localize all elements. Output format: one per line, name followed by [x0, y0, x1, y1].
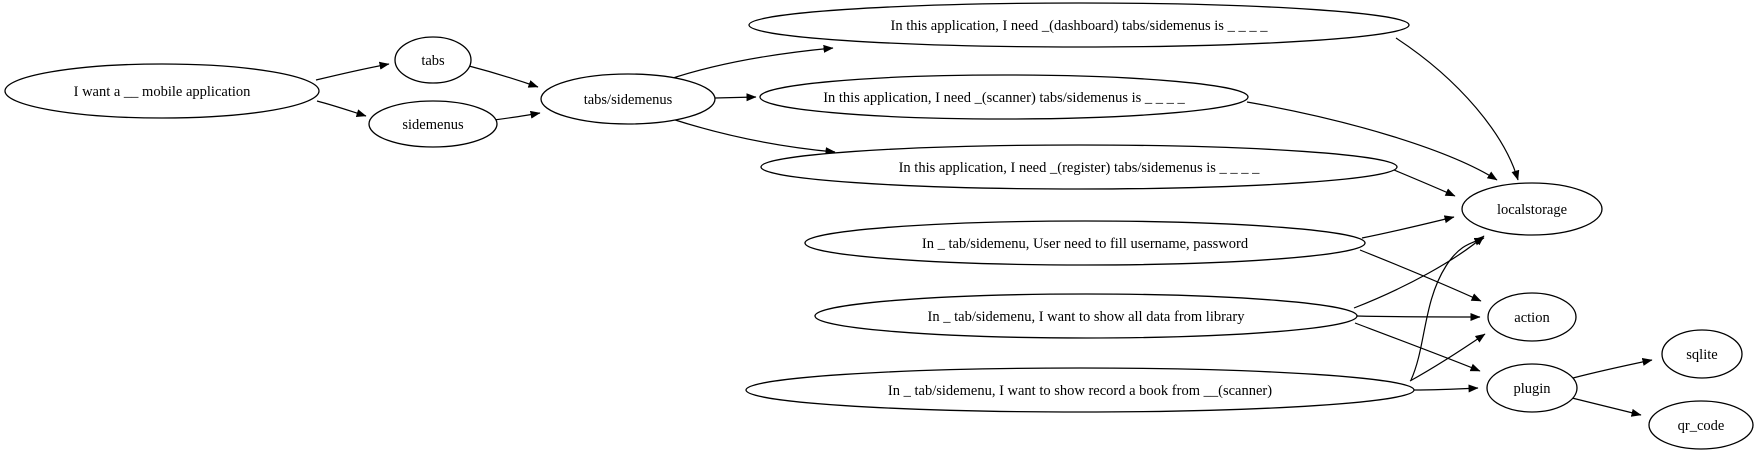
edge-show-library-to-plugin: [1354, 322, 1481, 372]
node-tabs-sidemenus-label: tabs/sidemenus: [584, 92, 673, 108]
node-plugin-label: plugin: [1513, 381, 1551, 397]
node-need-dashboard-shape: [748, 2, 1410, 48]
node-record-book-shape: [745, 367, 1415, 413]
edge-tabs-to-tabs-sidemenus: [468, 65, 539, 88]
edge-plugin-to-qr-code: [1571, 397, 1642, 417]
edge-plugin-to-sqlite: [1572, 358, 1653, 379]
node-tabs-shape: [394, 36, 472, 84]
node-need-register: In this application, I need _(register) …: [760, 144, 1398, 190]
node-sidemenus: sidemenus: [368, 100, 498, 148]
edge-record-book-to-action: [1409, 333, 1486, 382]
node-sqlite-shape: [1661, 329, 1743, 379]
node-fill-credentials-label: In _ tab/sidemenu, User need to fill use…: [922, 236, 1249, 252]
node-show-library: In _ tab/sidemenu, I want to show all da…: [814, 293, 1358, 339]
node-record-book-label: In _ tab/sidemenu, I want to show record…: [888, 383, 1272, 399]
edge-fill-credentials-to-localstorage: [1361, 215, 1455, 239]
node-need-dashboard: In this application, I need _(dashboard)…: [748, 2, 1410, 48]
edge-tabs-sidemenus-to-need-scanner: [714, 93, 757, 102]
node-record-book: In _ tab/sidemenu, I want to show record…: [745, 367, 1415, 413]
node-tabs-sidemenus-shape: [540, 73, 716, 125]
node-mobile-app-shape: [4, 63, 320, 119]
node-tabs: tabs: [394, 36, 472, 84]
node-tabs-label: tabs: [421, 53, 445, 69]
node-sidemenus-label: sidemenus: [402, 117, 464, 133]
node-fill-credentials-shape: [804, 220, 1366, 266]
node-qr-code-label: qr_code: [1678, 418, 1725, 434]
node-sidemenus-shape: [368, 100, 498, 148]
node-localstorage-shape: [1461, 182, 1603, 236]
node-need-register-label: In this application, I need _(register) …: [899, 160, 1261, 176]
node-show-library-label: In _ tab/sidemenu, I want to show all da…: [928, 309, 1246, 325]
nodes: I want a __ mobile application tabs side…: [4, 2, 1754, 450]
edges: [315, 37, 1653, 417]
node-localstorage-label: localstorage: [1497, 202, 1567, 218]
node-need-scanner: In this application, I need _(scanner) t…: [759, 74, 1249, 120]
node-qr-code-shape: [1648, 400, 1754, 450]
edge-need-scanner-to-localstorage: [1246, 101, 1498, 181]
node-fill-credentials: In _ tab/sidemenu, User need to fill use…: [804, 220, 1366, 266]
node-localstorage: localstorage: [1461, 182, 1603, 236]
edge-record-book-to-plugin: [1413, 384, 1479, 393]
node-mobile-app: I want a __ mobile application: [4, 63, 320, 119]
edge-tabs-sidemenus-to-need-dashboard: [666, 44, 834, 81]
edge-show-library-to-action: [1356, 312, 1481, 321]
node-need-scanner-shape: [759, 74, 1249, 120]
node-show-library-shape: [814, 293, 1358, 339]
node-tabs-sidemenus: tabs/sidemenus: [540, 73, 716, 125]
edge-need-dashboard-to-localstorage: [1395, 37, 1520, 181]
edge-need-register-to-localstorage: [1393, 169, 1456, 197]
edge-fill-credentials-to-action: [1359, 249, 1482, 302]
edge-sidemenus-to-tabs-sidemenus: [493, 110, 541, 121]
node-mobile-app-label: I want a __ mobile application: [74, 84, 252, 100]
edge-record-book-to-localstorage: [1410, 237, 1485, 381]
node-need-scanner-label: In this application, I need _(scanner) t…: [823, 90, 1185, 106]
node-action-label: action: [1514, 310, 1550, 326]
node-need-register-shape: [760, 144, 1398, 190]
node-need-dashboard-label: In this application, I need _(dashboard)…: [891, 18, 1269, 34]
node-action-shape: [1487, 292, 1577, 342]
node-plugin-shape: [1486, 363, 1578, 413]
node-plugin: plugin: [1486, 363, 1578, 413]
node-qr-code: qr_code: [1648, 400, 1754, 450]
edge-mobile-app-to-sidemenus: [316, 100, 367, 117]
edge-mobile-app-to-tabs: [315, 61, 390, 81]
node-sqlite-label: sqlite: [1686, 347, 1717, 363]
edge-show-library-to-localstorage: [1353, 235, 1485, 309]
node-action: action: [1487, 292, 1577, 342]
node-sqlite: sqlite: [1661, 329, 1743, 379]
edge-tabs-sidemenus-to-need-register: [671, 118, 836, 156]
